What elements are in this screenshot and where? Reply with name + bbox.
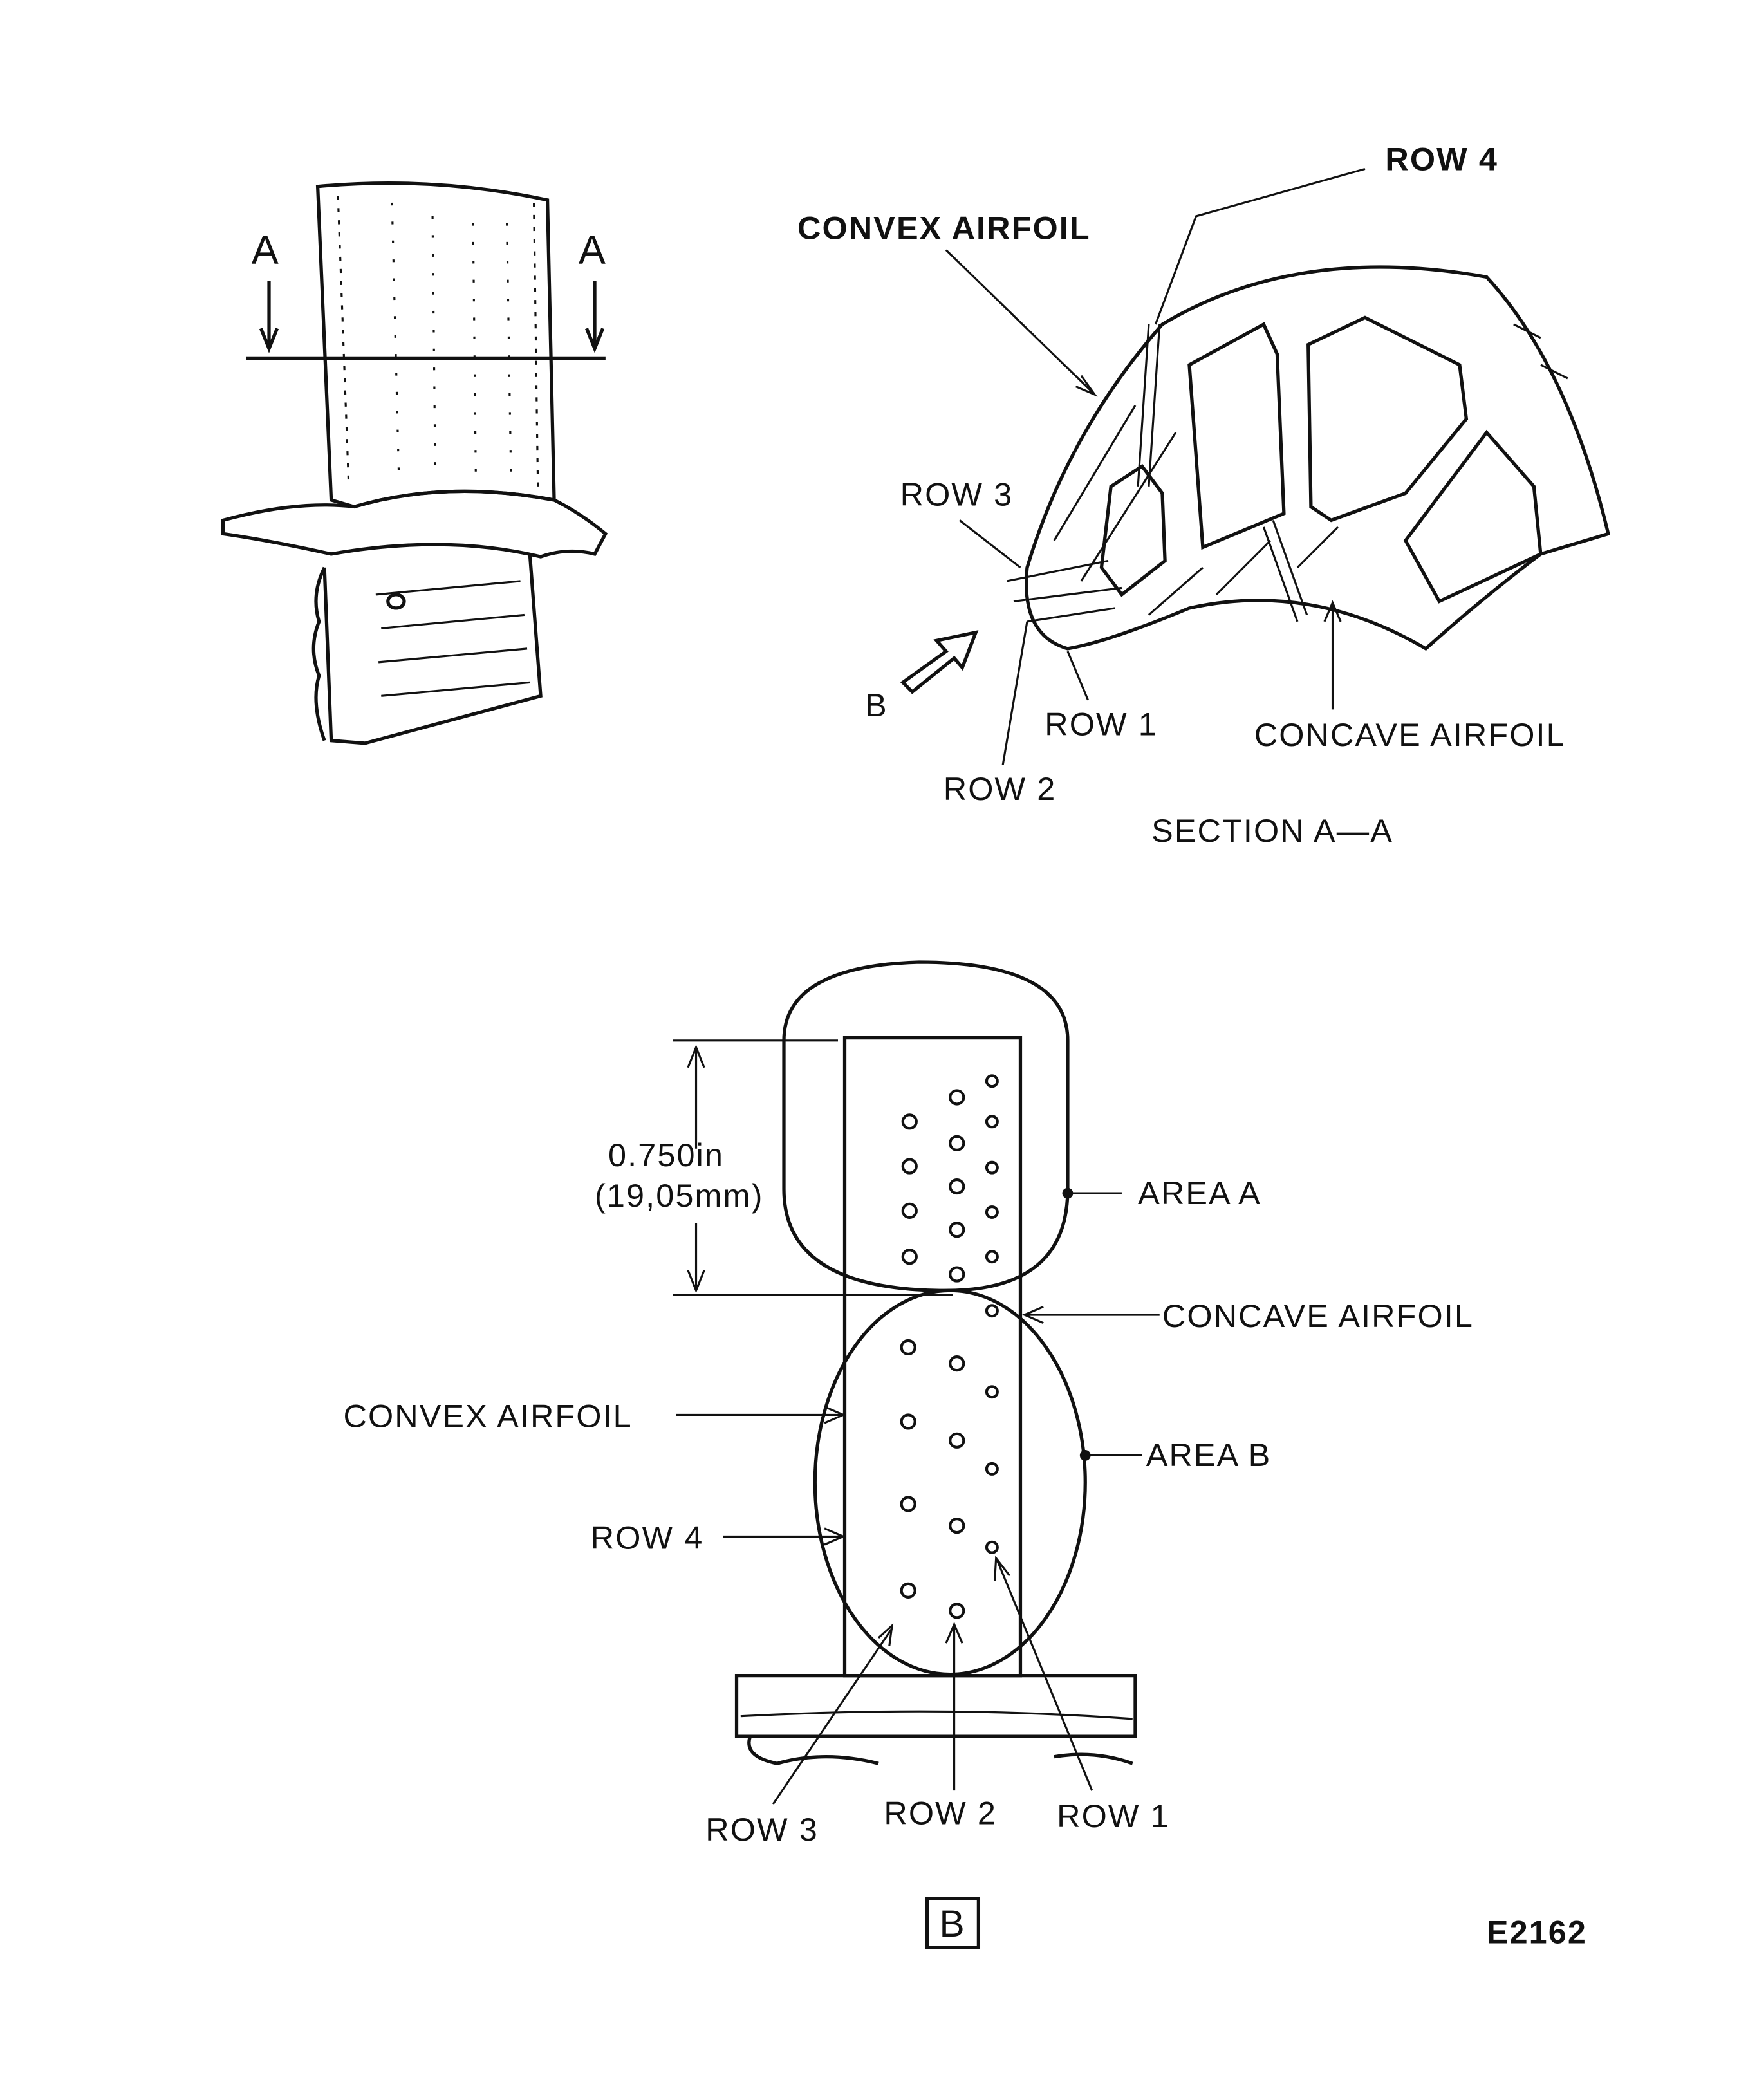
section-title: SECTION A—A [1151, 812, 1393, 849]
label-row1-b: ROW 1 [1057, 1798, 1170, 1834]
view-tag-b: B [939, 1903, 965, 1945]
section-mark-left: A [252, 227, 280, 272]
label-area-b: AREA B [1146, 1436, 1272, 1473]
dimension-mm: (19,05mm) [595, 1177, 763, 1214]
label-row4: ROW 4 [1385, 141, 1498, 178]
label-b-arrow: B [865, 687, 888, 723]
figure-id: E2162 [1487, 1913, 1587, 1950]
label-area-a: AREA A [1138, 1175, 1261, 1211]
label-row2: ROW 2 [944, 770, 1057, 807]
label-convex-airfoil-b: CONVEX AIRFOIL [344, 1397, 633, 1434]
label-row2-b: ROW 2 [884, 1795, 997, 1832]
label-row4-b: ROW 4 [591, 1519, 704, 1556]
label-concave-airfoil-b: CONCAVE AIRFOIL [1162, 1297, 1474, 1334]
label-concave-airfoil: CONCAVE AIRFOIL [1254, 716, 1566, 753]
view-b: 0.750in (19,05mm) AREA A CONCAVE AIRFOIL… [344, 960, 1474, 1949]
label-row1: ROW 1 [1045, 705, 1158, 742]
section-mark-right: A [579, 227, 607, 272]
label-row3: ROW 3 [900, 476, 1014, 512]
label-row3-b: ROW 3 [705, 1811, 819, 1848]
blade-perspective: A A [221, 181, 608, 745]
label-convex-airfoil: CONVEX AIRFOIL [797, 210, 1091, 246]
dimension-in: 0.750in [608, 1137, 724, 1173]
section-a-a: CONVEX AIRFOIL ROW 4 ROW 3 B ROW 1 ROW 2… [797, 141, 1610, 849]
cooling-holes [900, 1074, 999, 1619]
